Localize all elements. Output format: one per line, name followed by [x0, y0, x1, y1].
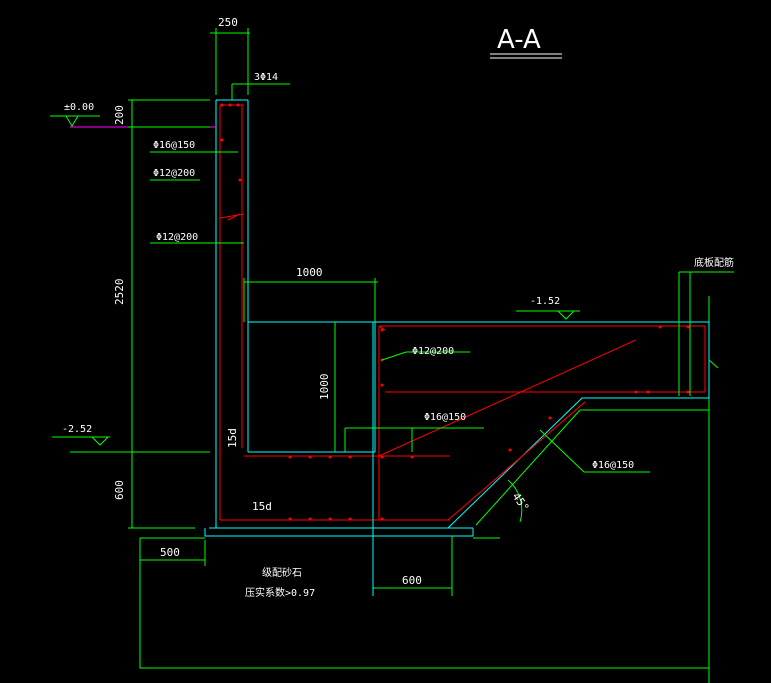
- anchor-vertical: 15d: [226, 428, 239, 448]
- rebar-slope-bars: Φ16@150: [592, 460, 634, 471]
- rebar-lines: [219, 104, 706, 521]
- slab-reinforcement-note: 底板配筋: [694, 256, 734, 269]
- slope-angle: 45°: [510, 490, 532, 514]
- elev-top: ±0.00: [64, 102, 94, 113]
- fill-material: 级配砂石: [262, 566, 302, 579]
- rebar-wall-inner-1: Φ12@200: [153, 168, 195, 179]
- dim-horizontal-1000: 1000: [296, 266, 323, 279]
- anchor-horizontal: 15d: [252, 500, 272, 513]
- compaction-note: 压实系数>0.97: [245, 586, 315, 599]
- elev-right: -1.52: [530, 296, 560, 307]
- section-title: A-A: [497, 25, 541, 55]
- rebar-dots: [220, 103, 690, 521]
- dim-wall-thickness: 250: [218, 16, 238, 29]
- dim-vertical-1000: 1000: [318, 374, 331, 401]
- rebar-wall-outer: Φ16@150: [153, 140, 195, 151]
- labels: A-A 250 3Φ14 ±0.00 200 Φ16@150 Φ12@200 Φ…: [62, 16, 734, 599]
- dim-footing-height: 600: [113, 480, 126, 500]
- rebar-wall-inner-2: Φ12@200: [156, 232, 198, 243]
- rebar-top-bars: 3Φ14: [254, 72, 278, 83]
- dim-wall-height: 2520: [113, 279, 126, 306]
- concrete-outline: [204, 99, 710, 537]
- elev-mid-left: -2.52: [62, 424, 92, 435]
- dim-top-200: 200: [113, 105, 126, 125]
- rebar-slab-dist: Φ12@200: [412, 346, 454, 357]
- rebar-slab-bottom: Φ16@150: [424, 412, 466, 423]
- dim-base-500: 500: [160, 546, 180, 559]
- dimension-lines: [50, 28, 734, 596]
- dim-base-600: 600: [402, 574, 422, 587]
